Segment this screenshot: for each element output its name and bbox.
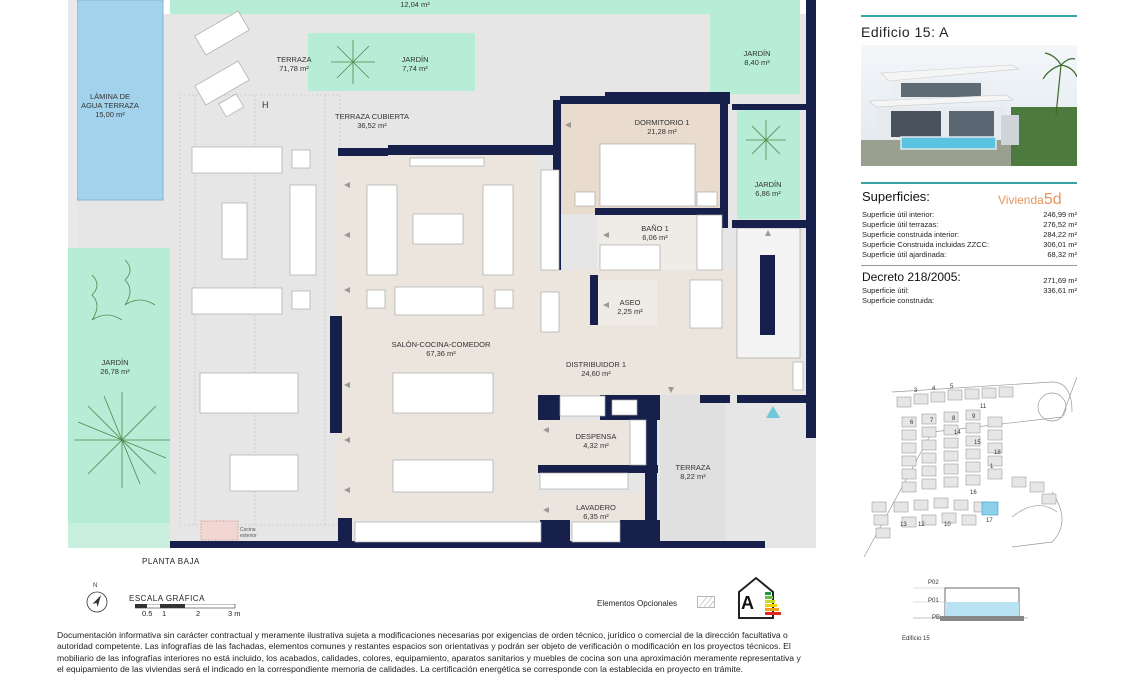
surface-row-1: Superficie útil interior:246,99 m² <box>862 210 1077 219</box>
site-num: 5 <box>950 384 954 390</box>
site-num: 1 <box>990 464 994 470</box>
energy-class: A <box>741 593 754 613</box>
furniture <box>191 10 804 543</box>
site-num: 7 <box>930 418 934 424</box>
site-plan-highlight <box>981 501 999 516</box>
building-title: Edificio 15: A <box>861 24 949 40</box>
site-num: 18 <box>994 450 1001 456</box>
site-num: 3 <box>914 388 918 394</box>
aseo-floor <box>597 280 657 325</box>
surface-row-5: Superficie útil ajardinada:68,32 m² <box>862 250 1077 259</box>
site-num: 17 <box>986 518 993 524</box>
section-level-p01: P01 <box>928 598 939 604</box>
site-num: 11 <box>980 404 987 410</box>
site-num: 9 <box>972 414 976 420</box>
scale-bar <box>135 604 236 609</box>
surface-row-4: Superficie Construida incluidas ZZCC:306… <box>862 240 1077 249</box>
section-level-pb: PB <box>932 615 941 621</box>
scale-mark-0: 0.5 <box>142 609 153 618</box>
section-level-p02: P02 <box>928 580 939 586</box>
vivienda-badge: Vivienda5d <box>998 191 1062 208</box>
water-sheet <box>76 0 164 201</box>
cocina-exterior-label: Cocina exterior <box>240 527 257 539</box>
optional-elements-label: Elementos Opcionales <box>597 599 678 608</box>
disclaimer-text: Documentación informativa sin carácter c… <box>57 630 801 674</box>
site-num: 10 <box>944 522 951 528</box>
site-num: 6 <box>910 420 914 426</box>
scale-mark-1: 1 <box>162 609 167 618</box>
energy-label-icon <box>738 576 781 619</box>
surface-row-3: Superficie construida interior:284,22 m² <box>862 230 1077 239</box>
site-num: 13 <box>900 522 907 528</box>
garden-left-bottom <box>68 523 170 548</box>
decree-line <box>861 265 1077 266</box>
garden-left <box>68 248 170 523</box>
north-label: N <box>93 583 98 589</box>
building-render <box>861 45 1077 166</box>
site-num: 14 <box>954 430 961 436</box>
site-num: 8 <box>952 416 956 422</box>
scale-mark-3: 3 m <box>228 609 241 618</box>
scale-mark-2: 2 <box>196 609 201 618</box>
decree-row-1-label: Superficie útil:336,61 m² <box>862 286 1077 295</box>
hatch-swatch-icon <box>697 596 715 608</box>
top-garden <box>170 0 800 14</box>
site-num: 12 <box>918 522 925 528</box>
site-num: 4 <box>932 386 936 392</box>
superficies-heading: Superficies: <box>862 189 930 204</box>
arrow-markers <box>344 122 771 513</box>
superficies-line <box>861 182 1077 184</box>
laundry-floor <box>540 492 655 522</box>
pergola-grid <box>179 94 341 526</box>
plant-icons <box>74 40 786 488</box>
title-top-line <box>861 15 1077 17</box>
north-arrow <box>86 591 108 613</box>
entrance-icon <box>766 406 780 418</box>
label-top-strip: 12,04 m² <box>400 0 430 9</box>
floor-label: PLANTA BAJA <box>142 557 200 566</box>
terrace-right <box>660 395 726 545</box>
scale-title: ESCALA GRÁFICA <box>129 594 205 603</box>
decree-heading: Decreto 218/2005: <box>862 270 961 284</box>
site-plan: 3 4 5 6 7 8 9 10 11 12 13 14 15 16 17 18… <box>863 376 1078 558</box>
site-num: 15 <box>974 440 981 446</box>
garden-right-mid <box>737 106 800 219</box>
surface-row-2: Superficie útil terrazas:276,52 m² <box>862 220 1077 229</box>
h-mark: H <box>262 100 269 110</box>
walls <box>170 0 816 548</box>
section-caption: Edificio 15 <box>902 636 930 642</box>
garden-right-top <box>710 14 800 94</box>
site-num: 16 <box>970 490 977 496</box>
floor-plan <box>68 0 816 548</box>
decree-row-2: Superficie construida: <box>862 296 935 305</box>
decree-row-1: 271,69 m² <box>1043 276 1077 285</box>
section-diagram <box>913 587 1028 621</box>
